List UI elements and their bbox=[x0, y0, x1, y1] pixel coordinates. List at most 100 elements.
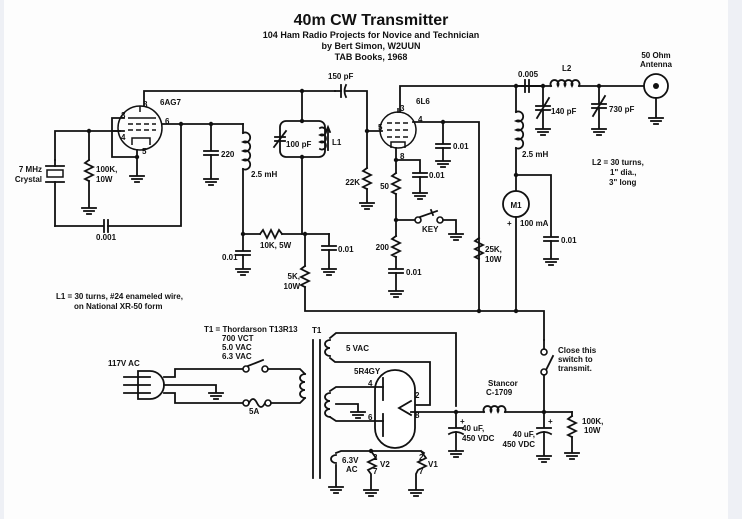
pin-8: 8 bbox=[415, 411, 420, 420]
capacitor-200-bypass-label: 0.01 bbox=[406, 268, 422, 277]
tube-6l6-label: 6L6 bbox=[416, 97, 430, 106]
t1-5vac-winding bbox=[324, 339, 331, 357]
tube-5r4gy bbox=[374, 369, 416, 449]
ground-icon bbox=[350, 411, 366, 419]
ground-icon bbox=[448, 233, 464, 241]
tube-6l6: 3 6L6 5 4 8 bbox=[378, 97, 430, 161]
ground-icon bbox=[591, 128, 607, 136]
resistor-200 bbox=[389, 234, 403, 259]
capacitor-0001-label: 0.001 bbox=[96, 233, 117, 242]
ground-icon bbox=[564, 452, 580, 460]
key-label: KEY bbox=[422, 225, 439, 234]
ground-icon bbox=[208, 392, 224, 400]
meter-plus: + bbox=[507, 219, 512, 228]
t1-hv-winding bbox=[324, 392, 331, 418]
resistor-50-label: 50 bbox=[380, 182, 389, 191]
note-l2-2: 1" dia., bbox=[610, 168, 636, 177]
capacitor-screen-label: 0.01 bbox=[453, 142, 469, 151]
resistor-5k-label: 5K, bbox=[288, 272, 300, 281]
antenna-label-2: Antenna bbox=[640, 60, 673, 69]
subtitle-author: by Bert Simon, W2UUN bbox=[321, 41, 420, 51]
resistor-22k bbox=[360, 166, 374, 191]
schematic: 40m CW Transmitter 104 Ham Radio Project… bbox=[15, 12, 673, 497]
t1-6v3-label-1: 6.3V bbox=[342, 456, 359, 465]
ground-icon bbox=[328, 486, 344, 494]
choke-label-1: Stancor bbox=[488, 379, 518, 388]
wire bbox=[111, 130, 138, 158]
cap-filter-2-plus: + bbox=[548, 417, 553, 426]
choke-icon bbox=[482, 405, 507, 414]
crystal-label: Crystal bbox=[15, 175, 42, 184]
pin-6: 6 bbox=[368, 413, 373, 422]
heater-v2-label: V2 bbox=[380, 460, 390, 469]
ground-icon bbox=[388, 290, 404, 298]
ground-icon bbox=[535, 128, 551, 136]
capacitor-0005-label: 0.005 bbox=[518, 70, 539, 79]
rfc-plate-label: 2.5 mH bbox=[522, 150, 548, 159]
ground-icon bbox=[359, 202, 375, 210]
pin-5: 5 bbox=[378, 123, 383, 132]
key-switch[interactable] bbox=[414, 216, 422, 224]
capacitor-filter-1-rating: 450 VDC bbox=[462, 434, 495, 443]
pin-4: 4 bbox=[418, 115, 423, 124]
capacitor-cathode-label: 0.01 bbox=[429, 171, 445, 180]
resistor-bleeder-label: 100K, bbox=[582, 417, 603, 426]
l2-label: L2 bbox=[562, 64, 572, 73]
heater-v2-pin-2: 2 bbox=[373, 453, 378, 462]
antenna-label-1: 50 Ohm bbox=[641, 51, 670, 60]
capacitor-0.01-osc-label: 0.01 bbox=[222, 253, 238, 262]
capacitor-730pf-label: 730 pF bbox=[609, 105, 634, 114]
crystal-freq-label: 7 MHz bbox=[19, 165, 42, 174]
ground-icon bbox=[448, 450, 464, 458]
crystal-icon bbox=[45, 159, 65, 227]
note-l1-2: on National XR-50 form bbox=[74, 302, 162, 311]
choke-label-2: C-1709 bbox=[486, 388, 513, 397]
capacitor-filter-2-label: 40 uF, bbox=[513, 430, 535, 439]
power-switch[interactable] bbox=[242, 365, 250, 373]
ground-icon bbox=[543, 258, 559, 266]
heater-v1 bbox=[415, 449, 429, 490]
resistor-100k-watt: 10W bbox=[96, 175, 113, 184]
subtitle-book: 104 Ham Radio Projects for Novice and Te… bbox=[263, 30, 479, 40]
rfc-inductor-icon bbox=[240, 131, 251, 171]
tank-cap-label: 100 pF bbox=[286, 140, 311, 149]
heater-v1-pin-7: 7 bbox=[419, 467, 424, 476]
resistor-5k-watt: 10W bbox=[284, 282, 301, 291]
pin-3: 3 bbox=[121, 111, 126, 120]
ground-icon bbox=[435, 160, 451, 168]
t1-label: T1 bbox=[312, 326, 322, 335]
heater-v2 bbox=[365, 449, 379, 490]
fuse-label: 5A bbox=[249, 407, 259, 416]
pin-8: 8 bbox=[143, 100, 148, 109]
transmit-note-2: switch to bbox=[558, 355, 593, 364]
ac-plug-icon bbox=[123, 370, 165, 400]
note-t1-2: 700 VCT bbox=[222, 334, 254, 343]
wire bbox=[143, 90, 336, 107]
note-l2-3: 3" long bbox=[609, 178, 636, 187]
wire bbox=[111, 117, 125, 132]
heater-v1-pin-2: 2 bbox=[419, 453, 424, 462]
subtitle-publisher: TAB Books, 1968 bbox=[335, 52, 408, 62]
capacitor-0.01-b-label: 0.01 bbox=[338, 245, 354, 254]
resistor-25k-watt: 10W bbox=[485, 255, 502, 264]
capacitor-220-label: 220 bbox=[221, 150, 235, 159]
pin-2: 2 bbox=[415, 391, 420, 400]
resistor-200-label: 200 bbox=[376, 243, 390, 252]
ground-icon bbox=[536, 455, 552, 463]
title: 40m CW Transmitter bbox=[294, 12, 449, 29]
capacitor-filter-2-rating: 450 VDC bbox=[503, 440, 536, 449]
pin-8: 8 bbox=[400, 152, 405, 161]
l2-inductor-icon bbox=[549, 79, 581, 88]
rfc-osc-label: 2.5 mH bbox=[251, 170, 277, 179]
t1-6v3-label-2: AC bbox=[346, 465, 358, 474]
note-l2-1: L2 = 30 turns, bbox=[592, 158, 644, 167]
capacitor-filter-1-label: 40 uF, bbox=[462, 424, 484, 433]
resistor-100k-label: 100K, bbox=[96, 165, 117, 174]
heater-v2-pin-7: 7 bbox=[373, 467, 378, 476]
capacitor-150pf-label: 150 pF bbox=[328, 72, 353, 81]
pin-3: 3 bbox=[400, 104, 405, 113]
ground-icon bbox=[648, 117, 664, 125]
resistor-10k-label: 10K, 5W bbox=[260, 241, 292, 250]
l1-inductor-icon bbox=[318, 126, 327, 151]
